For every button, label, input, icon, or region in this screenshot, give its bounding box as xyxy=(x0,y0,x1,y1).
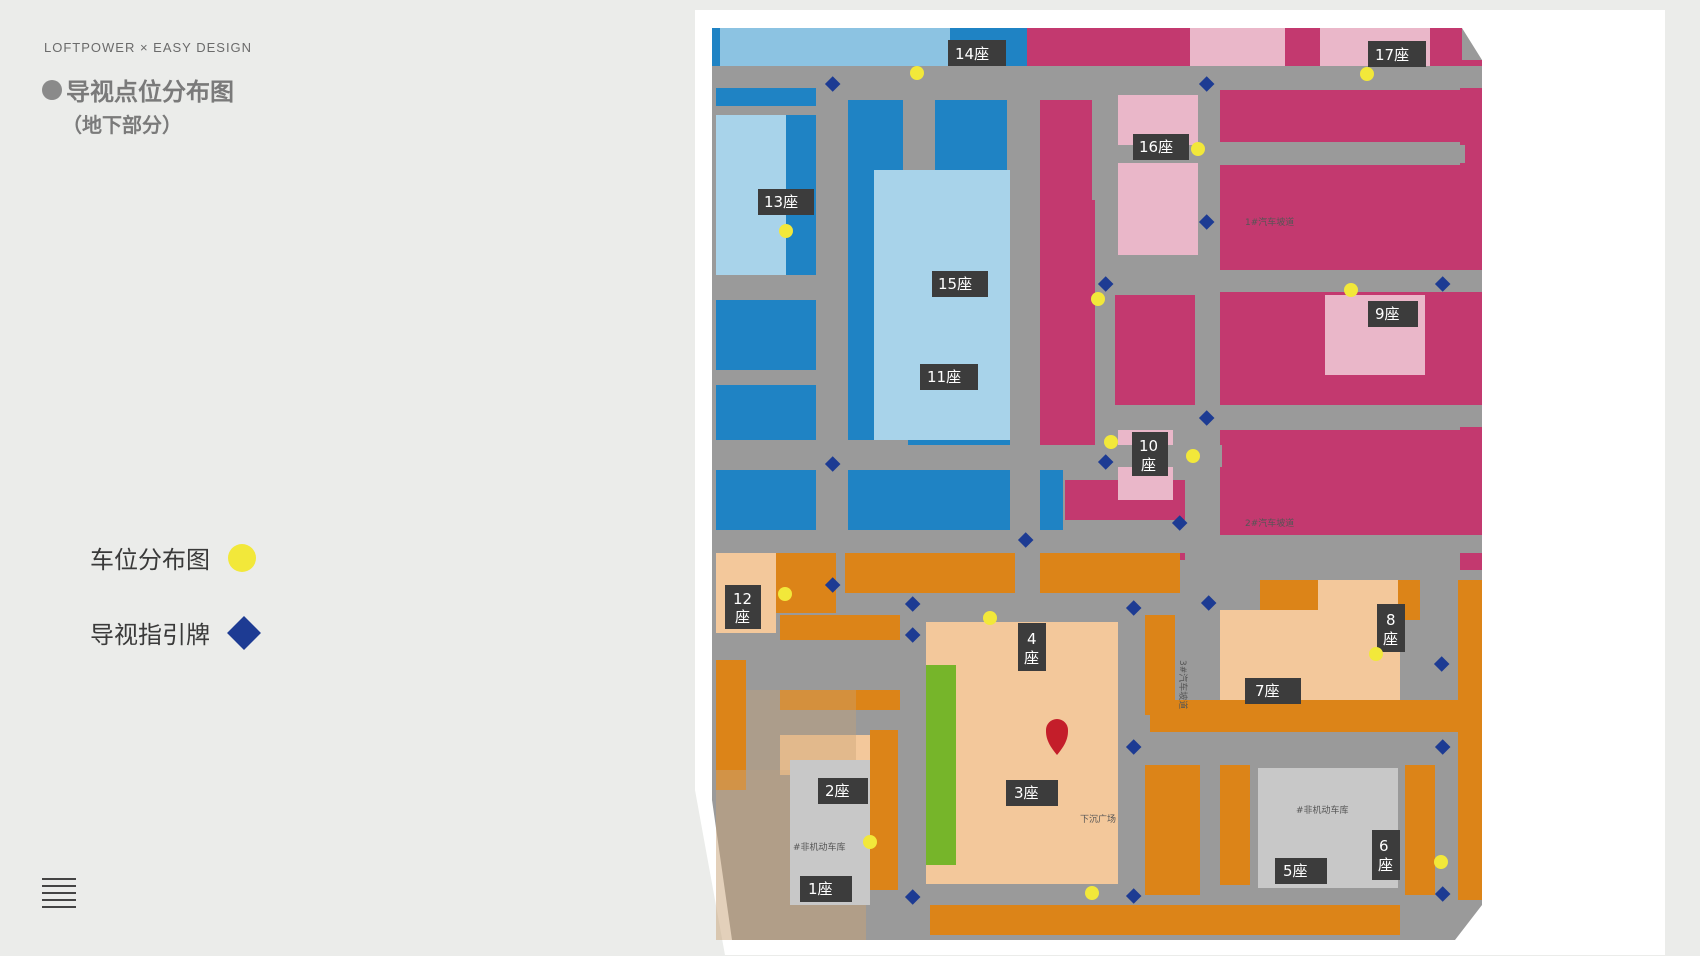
yellow-dot-icon xyxy=(228,543,256,572)
label-b15: 15座 xyxy=(938,275,972,293)
legend-parking-label: 车位分布图 xyxy=(90,546,210,574)
label-b10-num: 10 xyxy=(1139,437,1158,455)
label-b2: 2座 xyxy=(825,782,850,800)
bike-garage-right-label: #非机动车库 xyxy=(1296,804,1349,816)
parking-dot xyxy=(778,587,792,601)
parking-dot xyxy=(1091,292,1105,306)
signage-diamond xyxy=(1125,739,1142,755)
signage-diamond xyxy=(904,889,921,905)
menu-icon[interactable] xyxy=(42,878,76,912)
legend-signage-label: 导视指引牌 xyxy=(90,621,210,649)
parking-dot xyxy=(863,835,877,849)
parking-dot xyxy=(1369,647,1383,661)
page-subtitle: （地下部分） xyxy=(62,113,182,137)
building-labels: 14座 17座 16座 13座 15座 9座 11座 10 座 12 座 4 座… xyxy=(725,40,1426,902)
label-b8-suffix: 座 xyxy=(1383,630,1398,648)
signage-diamonds xyxy=(824,76,1451,905)
parking-dot xyxy=(910,66,924,80)
green-zone xyxy=(926,665,956,865)
label-b9: 9座 xyxy=(1375,305,1400,323)
legend-signage: 导视指引牌 xyxy=(90,615,261,650)
brand-text: LOFTPOWER × EASY DESIGN xyxy=(44,40,253,55)
compass-icon xyxy=(1583,11,1633,101)
bike-garage-left-label: #非机动车库 xyxy=(793,841,846,853)
signage-diamond xyxy=(1125,600,1142,616)
signage-diamond xyxy=(1433,656,1450,672)
parking-dot xyxy=(1360,67,1374,81)
parking-dot xyxy=(1085,886,1099,900)
signage-diamond xyxy=(1125,888,1142,904)
parking-dots xyxy=(778,66,1448,900)
signage-diamond xyxy=(1200,595,1217,611)
label-b13: 13座 xyxy=(764,193,798,211)
label-b14: 14座 xyxy=(955,45,989,63)
parking-dot xyxy=(1344,283,1358,297)
light-pink-buildings xyxy=(1118,28,1430,500)
label-b6-suffix: 座 xyxy=(1378,856,1393,874)
signage-diamond xyxy=(1434,886,1451,902)
parking-dot xyxy=(983,611,997,625)
parking-dot xyxy=(779,224,793,238)
location-pin-icon xyxy=(1046,719,1068,755)
label-b12-num: 12 xyxy=(733,590,752,608)
parking-dot xyxy=(1191,142,1205,156)
parking-dot xyxy=(1186,449,1200,463)
label-b6-num: 6 xyxy=(1379,837,1389,855)
title-bullet-icon xyxy=(42,79,62,100)
label-b7: 7座 xyxy=(1255,682,1280,700)
legend-parking: 车位分布图 xyxy=(90,540,256,575)
label-b17: 17座 xyxy=(1375,46,1409,64)
ramp2-label: 2#汽车坡道 xyxy=(1245,517,1294,529)
label-b4-suffix: 座 xyxy=(1024,649,1039,667)
page-title: 导视点位分布图 xyxy=(42,72,234,107)
label-b16: 16座 xyxy=(1139,138,1173,156)
label-b8-num: 8 xyxy=(1386,611,1396,629)
roads xyxy=(712,66,1482,556)
label-b1: 1座 xyxy=(808,880,833,898)
signage-diamond xyxy=(1171,515,1188,531)
ramp1-label: 1#汽车坡道 xyxy=(1245,216,1294,228)
label-b11: 11座 xyxy=(927,368,961,386)
parking-dot xyxy=(1104,435,1118,449)
title-text: 导视点位分布图 xyxy=(66,78,234,106)
label-b5: 5座 xyxy=(1283,862,1308,880)
signage-diamond xyxy=(904,596,921,612)
orange-zone xyxy=(716,553,1482,935)
signage-diamond xyxy=(904,627,921,643)
sunken-plaza-label: 下沉广场 xyxy=(1080,813,1116,825)
ramp3-label: 3#汽车坡道 xyxy=(1177,660,1189,709)
label-b3: 3座 xyxy=(1014,784,1039,802)
signage-diamond xyxy=(1434,739,1451,755)
pink-zone xyxy=(1027,28,1482,570)
signage-diamond xyxy=(1017,532,1034,548)
label-b4-num: 4 xyxy=(1027,630,1037,648)
label-b12-suffix: 座 xyxy=(735,608,750,626)
label-b10-suffix: 座 xyxy=(1141,456,1156,474)
parking-dot xyxy=(1434,855,1448,869)
signage-diamond xyxy=(824,577,841,593)
